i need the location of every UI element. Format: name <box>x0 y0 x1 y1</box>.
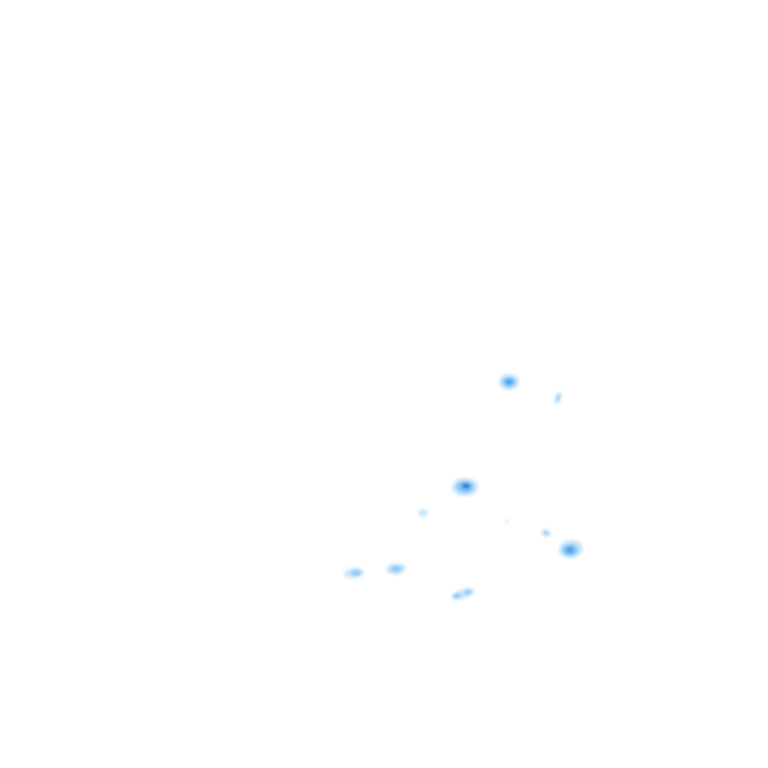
radar-echo-8 <box>344 567 364 579</box>
radar-echo-10 <box>451 588 475 600</box>
radar-echo-5 <box>505 519 509 523</box>
radar-echo-9 <box>386 563 406 575</box>
radar-echo-3 <box>452 478 478 496</box>
radar-echo-6 <box>541 529 551 537</box>
radar-echo-4 <box>418 509 428 517</box>
radar-echo-1 <box>499 374 519 390</box>
radar-echo-7 <box>559 539 583 559</box>
radar-echo-2 <box>554 392 562 404</box>
